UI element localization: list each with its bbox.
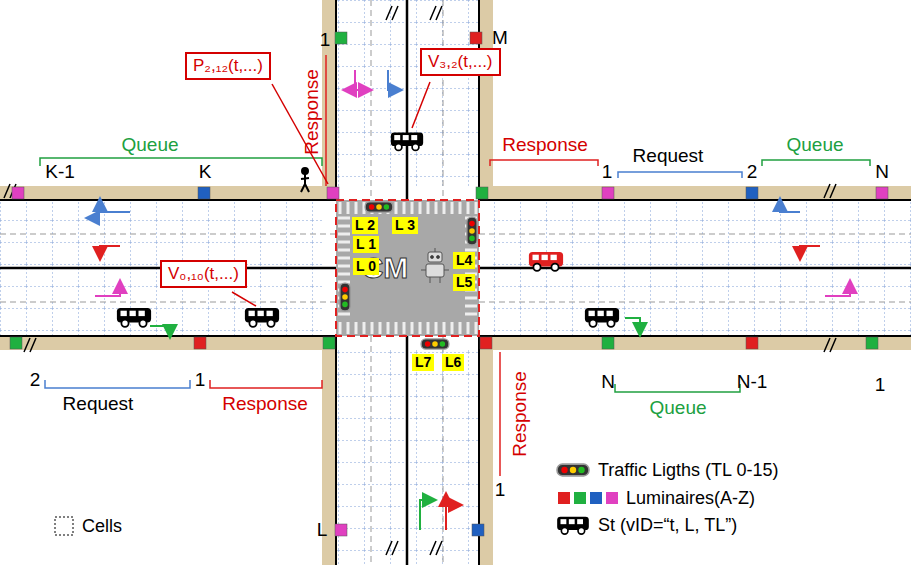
section-label: Queue (786, 134, 843, 156)
legend-text: Traffic Ligths (TL 0-15) (598, 459, 778, 481)
node-text: V₃,₂(t,...) (428, 52, 493, 72)
node-text: L 2 (355, 217, 375, 234)
callout-number: N-1 (737, 371, 768, 393)
node-text: L 0 (356, 258, 376, 275)
light-label: L 1 (353, 236, 379, 253)
callout-box: P₂,₁₂(t,...) (185, 52, 271, 80)
section-label: Response (222, 393, 308, 415)
callout-number: L (317, 519, 328, 541)
intersection (336, 200, 479, 336)
legend-text: St (vID=“t, L, TL”) (598, 514, 737, 536)
legend-entry: St (vID=“t, L, TL”) (598, 514, 737, 536)
callout-number: 1 (875, 374, 886, 396)
callout-box: V₃,₂(t,...) (420, 48, 501, 76)
break-marks (4, 6, 836, 555)
label-text: N-1 (737, 371, 768, 393)
brackets (40, 55, 870, 476)
node-text: L6 (445, 354, 461, 371)
callout-number: 1 (320, 29, 331, 51)
callout-number: K (199, 161, 212, 183)
node-text: L4 (456, 252, 472, 269)
label-text: Queue (786, 134, 843, 156)
label-text: Queue (121, 134, 178, 156)
callout-number: M (492, 27, 508, 49)
legend-text: Cells (82, 515, 122, 537)
pedestrian (301, 168, 309, 192)
label-text: 1 (875, 374, 886, 396)
node-text: L 1 (356, 236, 376, 253)
label-text: 2 (747, 161, 758, 183)
label-text: N (601, 371, 615, 393)
callout-number: K-1 (45, 161, 75, 183)
callout-number: Request (63, 393, 134, 415)
label-text: K (199, 161, 212, 183)
callout-number: 1 (195, 369, 206, 391)
callout-number: N (601, 371, 615, 393)
light-label: L4 (453, 252, 475, 269)
label-text: Queue (649, 397, 706, 419)
label-text: 2 (30, 369, 41, 391)
callout-number: 2 (747, 161, 758, 183)
label-text: M (492, 27, 508, 49)
section-label: Response (502, 134, 588, 156)
node-text: L 3 (395, 217, 415, 234)
light-label: L5 (453, 274, 475, 291)
vehicles (117, 133, 619, 327)
label-text: Response (509, 371, 531, 457)
section-label: Queue (649, 397, 706, 419)
callout-number: 1 (602, 161, 613, 183)
light-label: L7 (412, 354, 434, 371)
luminaires (10, 32, 888, 536)
label-text: Response (502, 134, 588, 156)
traffic-lights (340, 202, 477, 349)
legend-entry: Traffic Ligths (TL 0-15) (598, 459, 778, 481)
label-text: K-1 (45, 161, 75, 183)
callout-leaders (232, 82, 430, 306)
lane-arrows (88, 70, 850, 530)
light-label: L 2 (352, 217, 378, 234)
label-text: Response (222, 393, 308, 415)
section-label: Response (301, 69, 323, 155)
legend-entry: Luminaires(A-Z) (626, 487, 755, 509)
label-text: Response (301, 69, 323, 155)
section-label: Queue (121, 134, 178, 156)
label-text: L (317, 519, 328, 541)
legend-text: Luminaires(A-Z) (626, 487, 755, 509)
light-label: L 3 (392, 217, 418, 234)
legend-entry: Cells (82, 515, 122, 537)
node-text: L7 (415, 354, 431, 371)
callout-number: 1 (495, 479, 506, 501)
label-text: Request (633, 145, 704, 167)
section-label: Response (509, 371, 531, 457)
label-text: Request (63, 393, 134, 415)
label-text: 1 (320, 29, 331, 51)
label-text: 1 (195, 369, 206, 391)
node-text: L5 (456, 274, 472, 291)
callout-number: 2 (30, 369, 41, 391)
node-text: P₂,₁₂(t,...) (193, 56, 263, 76)
callout-number: Request (633, 145, 704, 167)
label-text: 1 (495, 479, 506, 501)
legend-samples (55, 464, 618, 535)
node-text: V₀,₁₀(t,...) (168, 264, 239, 284)
callout-number: N (875, 161, 889, 183)
light-label: L6 (442, 354, 464, 371)
robot-icon (421, 248, 449, 283)
light-label: L 0 (353, 258, 379, 275)
callout-box: V₀,₁₀(t,...) (160, 260, 247, 288)
label-text: 1 (602, 161, 613, 183)
label-text: N (875, 161, 889, 183)
